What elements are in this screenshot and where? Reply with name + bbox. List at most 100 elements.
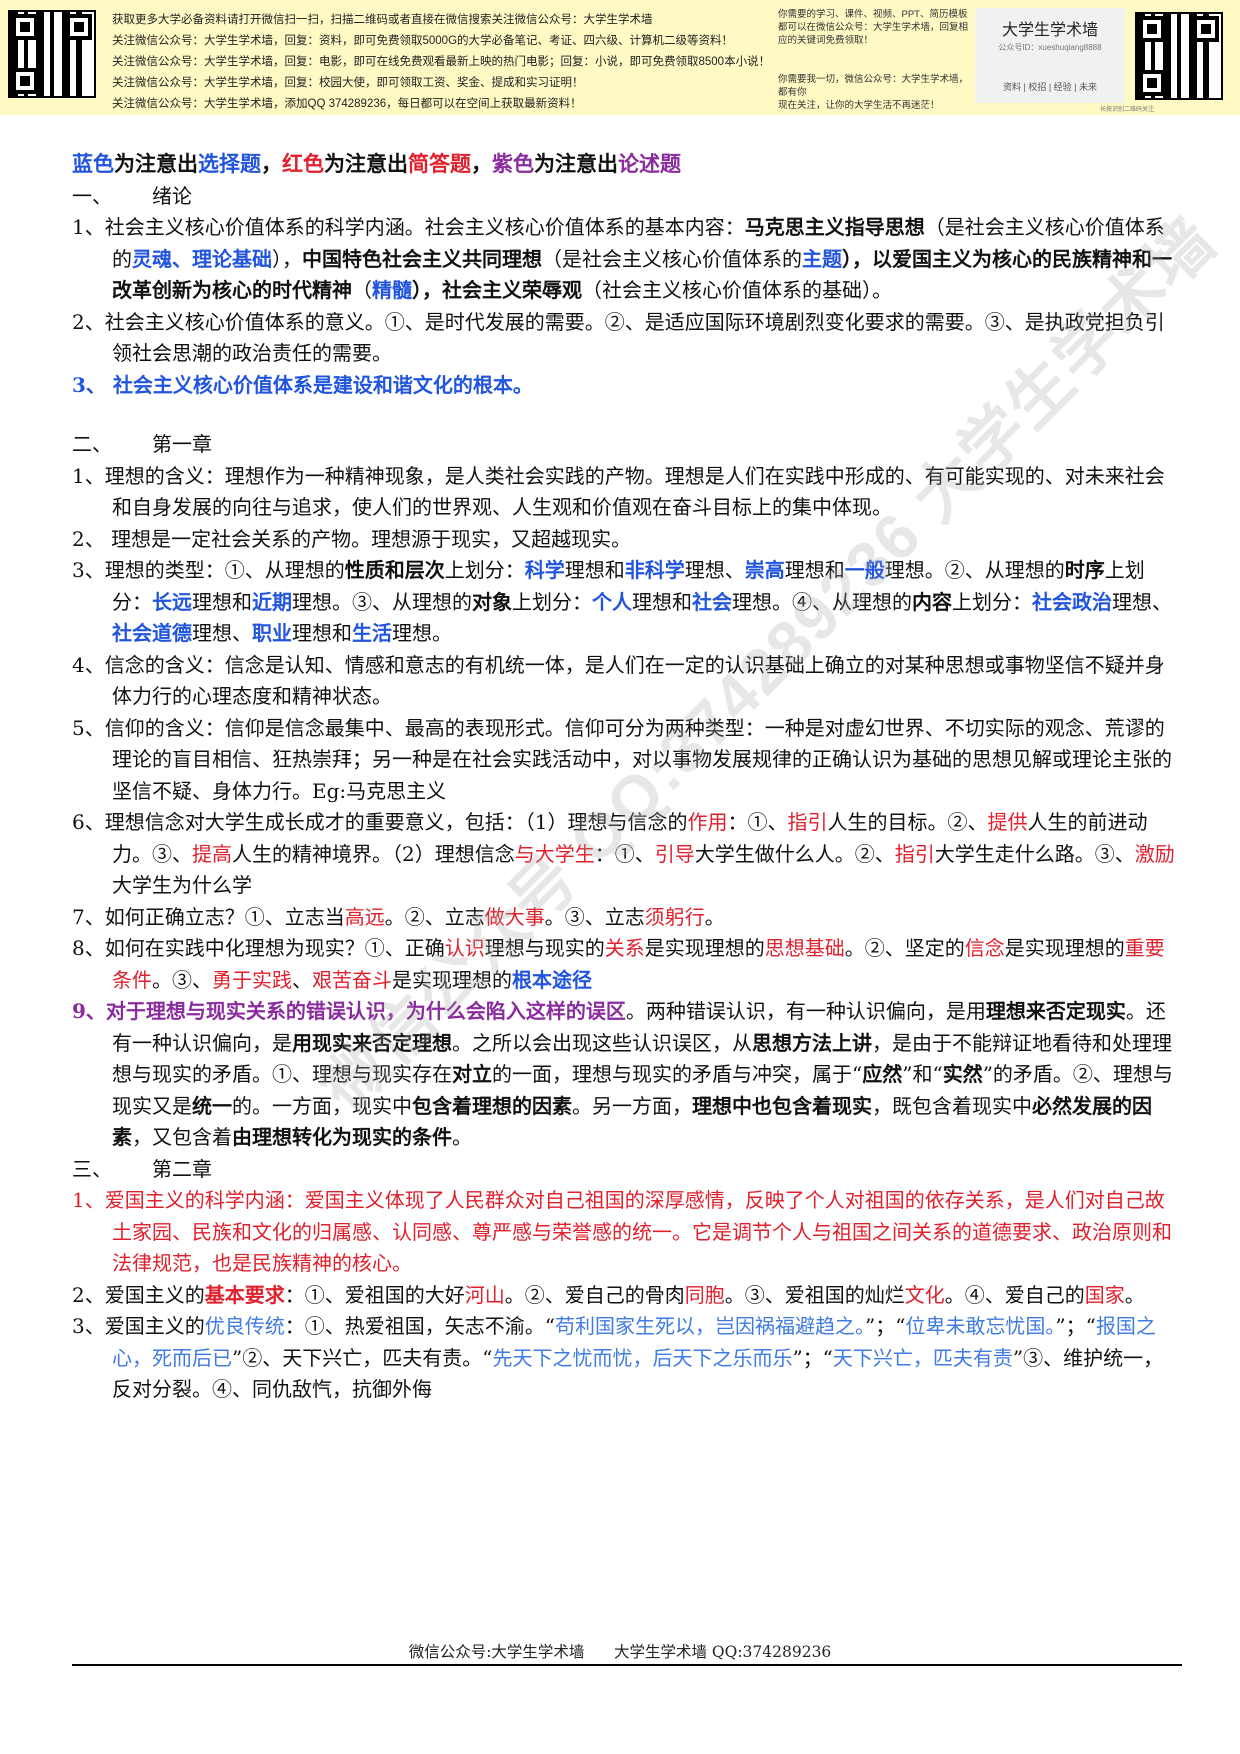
text-span: 引导 (654, 841, 695, 866)
list-item: 2、社会主义核心价值体系的意义。①、是时代发展的需要。②、是适应国际环境剧烈变化… (72, 309, 1165, 366)
brand-card: 大学生学术墙 公众号ID：xueshuqiang8888 资料 | 校招 | 经… (975, 8, 1125, 103)
text-span: 勇于实践 (212, 967, 292, 992)
text-span: 思想基础 (764, 936, 845, 960)
side-line: 应的关键词免费领取！ (778, 35, 874, 46)
legend-purple: 紫色 (492, 151, 534, 176)
text-span: 灵魂、理论基础 (132, 246, 272, 271)
legend-red: 红色 (282, 151, 324, 176)
banner-line: 获取更多大学必备资料请打开微信扫一扫，扫描二维码或者直接在微信搜索关注微信公众号… (112, 14, 653, 26)
text-span: 性质和层次 (344, 558, 445, 582)
text-span: 认识 (444, 936, 485, 960)
legend-text: ， (261, 151, 282, 176)
text-span: 由理想转化为现实的条件 (232, 1125, 452, 1149)
text-span: ”；“ (1055, 1314, 1096, 1338)
text-span: ：①、 (727, 810, 788, 834)
text-span: 实然 (942, 1062, 983, 1086)
section-title: 第二章 (152, 1156, 212, 1181)
text-span: ）， (272, 246, 302, 271)
text-span: 。两种错误认识，有一种认识偏向，是用 (625, 999, 986, 1023)
text-span: 。还有一种认识偏向，是 (112, 999, 1166, 1055)
side-line: 你需要我一切，微信公众号：大学生学术墙，都有你 (778, 74, 969, 98)
text-span: 精髓 (372, 278, 412, 302)
list-item: 1、爱国主义的科学内涵：爱国主义体现了人民群众对自己祖国的深厚感情，反映了个人对… (72, 1188, 1172, 1275)
text-span: 对象 (472, 589, 512, 614)
top-ad-banner: 获取更多大学必备资料请打开微信扫一扫，扫描二维码或者直接在微信搜索关注微信公众号… (0, 0, 1240, 115)
section-heading: 二、 第一章 (72, 429, 1182, 461)
text-span: 包含着理想的因素 (412, 1093, 572, 1118)
text-span: 理想。③、从理想的 (292, 589, 472, 614)
text-span: 理想和 (564, 558, 625, 582)
legend-text: 为注意出 (114, 151, 198, 176)
text-span: 。 (704, 904, 725, 929)
text-span: 人生的前进动力。③、 (112, 810, 1148, 866)
text-span: 。 (452, 1125, 472, 1149)
section-title: 绪论 (152, 183, 192, 208)
text-span: 社会主义荣辱观 (442, 278, 582, 302)
text-span: ”③、维护统一，反对分裂。④、同仇敌忾，抗御外侮 (112, 1345, 1164, 1402)
text-span: 上划分： (512, 589, 592, 614)
text-span: （社会主义核心价值体系的基础）。 (582, 278, 892, 302)
qr-code-left[interactable] (8, 10, 96, 98)
text-span: 理想来否定现实 (985, 999, 1126, 1023)
text-span: 理想、 (1112, 589, 1172, 614)
qr-finder-icon (1139, 16, 1165, 42)
qr-code-right[interactable] (1135, 12, 1223, 100)
banner-line: 关注微信公众号：大学生学术墙，回复：电影，即可在线免费观看最新上映的热门电影；回… (112, 56, 771, 68)
text-span: ”的矛盾。②、理想与现实又是 (112, 1062, 1173, 1118)
qr-caption: 长按识别二维码关注 (1100, 107, 1155, 113)
list-item: 3、 社会主义核心价值体系是建设和谐文化的根本。 (72, 372, 533, 397)
text-span: 内容 (912, 589, 952, 614)
text-span: 大学生为什么学 (112, 873, 252, 897)
text-span: 指引 (894, 841, 935, 866)
text-span: 天下兴亡，匹夫有责 (832, 1345, 1013, 1370)
section-number: 三、 (72, 1156, 112, 1181)
text-span: ）， (842, 246, 872, 271)
text-span: 高远 (344, 904, 385, 929)
text-span: ，既包含着现实中 (872, 1093, 1032, 1118)
text-span: 社会政治 (1032, 589, 1112, 614)
text-span: 提高 (192, 841, 232, 866)
text-span: 3、理想的类型：①、从理想的 (72, 558, 345, 582)
section-number: 二、 (72, 432, 112, 456)
text-span: 2、爱国主义的 (72, 1282, 205, 1307)
text-span: 3、爱国主义的 (72, 1314, 205, 1338)
text-span: ）， (412, 278, 442, 302)
legend-short: 简答题 (408, 151, 471, 176)
text-span: 与大学生 (514, 841, 595, 866)
text-span: 关系 (604, 936, 645, 960)
text-span: 非科学 (624, 558, 685, 582)
qr-finder-icon (12, 68, 38, 94)
legend-essay: 论述题 (618, 151, 681, 176)
text-span: 。 (1124, 1282, 1145, 1307)
banner-line: 关注微信公众号：大学生学术墙，添加QQ 374289236，每日都可以在空间上获… (112, 98, 582, 110)
text-span: 人生的精神境界。（2）理想信念 (232, 841, 515, 866)
text-span: 用现实来否定理想 (292, 1030, 452, 1055)
section-heading: 三、 第二章 (72, 1154, 1182, 1186)
text-span: 、 (292, 967, 312, 992)
text-span: 个人 (592, 589, 632, 614)
section-number: 一、 (72, 183, 112, 208)
side-line: 都可以在微信公众号：大学生学术墙，回复相 (778, 22, 969, 33)
section-heading: 一、 绪论 (72, 181, 1182, 213)
text-span: ：①、热爱祖国，矢志不渝。“ (284, 1314, 555, 1338)
side-line: 你需要的学习、课件、视频、PPT、简历模板 (778, 9, 968, 20)
text-span: 科学 (524, 558, 565, 582)
legend-text: 为注意出 (324, 151, 408, 176)
text-span: 对于理想与现实关系的错误认识，为什么会陷入这样的误区 (105, 999, 626, 1023)
qr-finder-icon (1139, 70, 1165, 96)
banner-text: 获取更多大学必备资料请打开微信扫一扫，扫描二维码或者直接在微信搜索关注微信公众号… (112, 10, 772, 115)
text-span: 必然发展的因素 (112, 1093, 1152, 1150)
section-title: 第一章 (152, 432, 212, 456)
text-span: 位卑未敢忘忧国。 (905, 1314, 1056, 1338)
text-span: 理想中也包含着现实 (692, 1093, 872, 1118)
text-span: 9、 (72, 999, 106, 1023)
legend-text: ， (471, 151, 492, 176)
list-item: 8、如何在实践中化理想为现实？①、正确认识理想与现实的关系是实现理想的思想基础。… (72, 933, 1182, 996)
list-item: 6、理想信念对大学生成长成才的重要意义，包括：（1）理想与信念的作用：①、指引人… (72, 807, 1182, 902)
text-span: 理想。④、从理想的 (732, 589, 912, 614)
text-span: ”；“ (792, 1345, 833, 1370)
legend-text: 为注意出 (534, 151, 618, 176)
text-span: 。③、立志 (544, 904, 645, 929)
text-span: 8、如何在实践中化理想为现实？①、正确 (72, 936, 445, 960)
text-span: （是社会主义核心价值体系的 (542, 246, 802, 271)
